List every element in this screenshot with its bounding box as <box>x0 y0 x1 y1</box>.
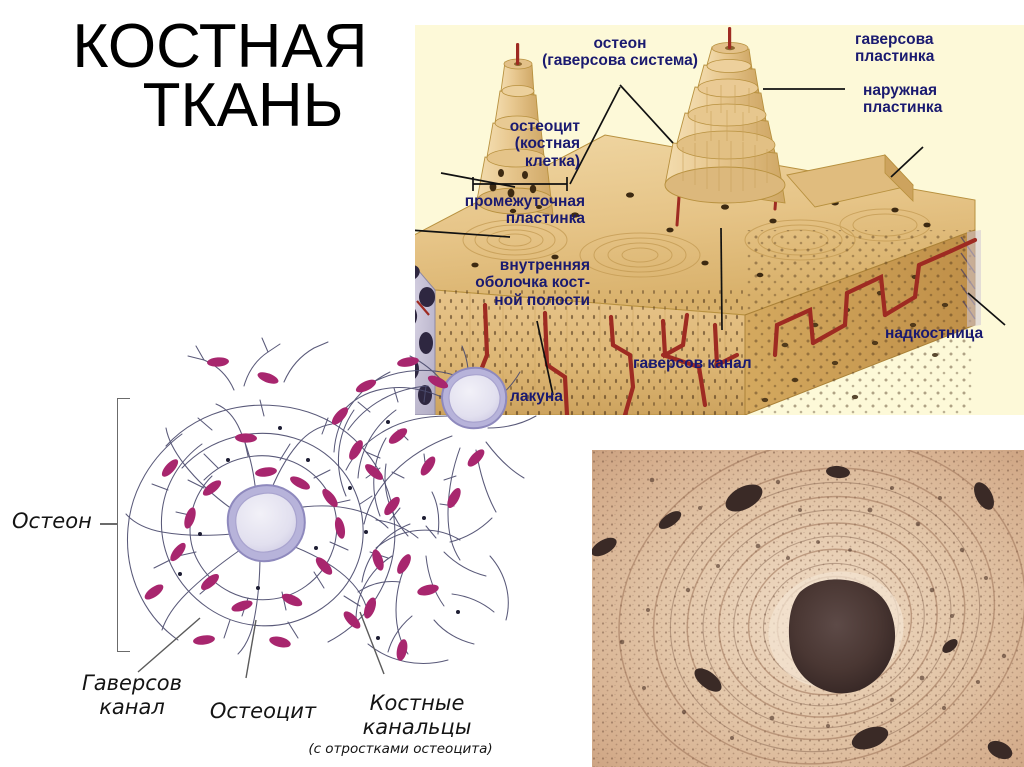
label-osteocyte: остеоцит (костная клетка) <box>509 118 580 170</box>
page-title-line-2: ТКАНЬ <box>142 70 344 140</box>
label-haversian-canal-3d: гаверсов канал <box>633 355 752 372</box>
bone-block-illustration <box>415 27 1006 415</box>
haversian-canal-main <box>226 484 306 563</box>
label-osteon-bracket: Остеон <box>12 509 92 533</box>
osteon-bracket-tick <box>100 523 118 525</box>
page-title-line-1: КОСТНАЯ <box>72 12 368 81</box>
haversian-canal-secondary <box>440 366 508 430</box>
label-haversian-canal-schematic: Гаверсов канал <box>82 671 182 719</box>
micrograph-image <box>592 450 1024 767</box>
osteon-cone-left <box>476 43 554 216</box>
label-interstitial-lamella: промежуточная пластинка <box>464 193 585 228</box>
page-title: КОСТНАЯ ТКАНЬ <box>40 12 400 140</box>
label-endosteum: внутренняя оболочка кост- ной полости <box>475 257 590 309</box>
label-osteon: остеон (гаверсова система) <box>542 35 698 70</box>
osteon-cone-right <box>664 27 786 204</box>
osteon-bracket <box>117 398 130 652</box>
label-bone-canaliculi: Костные канальцы <box>362 691 472 739</box>
bone-block-panel: остеон (гаверсова система) остеоцит (кос… <box>415 25 1024 415</box>
label-periosteum: надкостница <box>885 325 984 342</box>
label-lacuna: лакуна <box>510 388 563 405</box>
label-canaliculi-subtitle: (с отростками остеоцита) <box>308 741 493 757</box>
osteon-diagram <box>125 337 537 679</box>
osteocyte-markers <box>144 357 485 661</box>
label-outer-lamella: наружная пластинка <box>863 82 943 117</box>
label-osteocyte-schematic: Остеоцит <box>209 699 317 723</box>
micrograph-panel <box>592 450 1024 767</box>
label-haversian-lamella: гаверсова пластинка <box>855 31 935 66</box>
